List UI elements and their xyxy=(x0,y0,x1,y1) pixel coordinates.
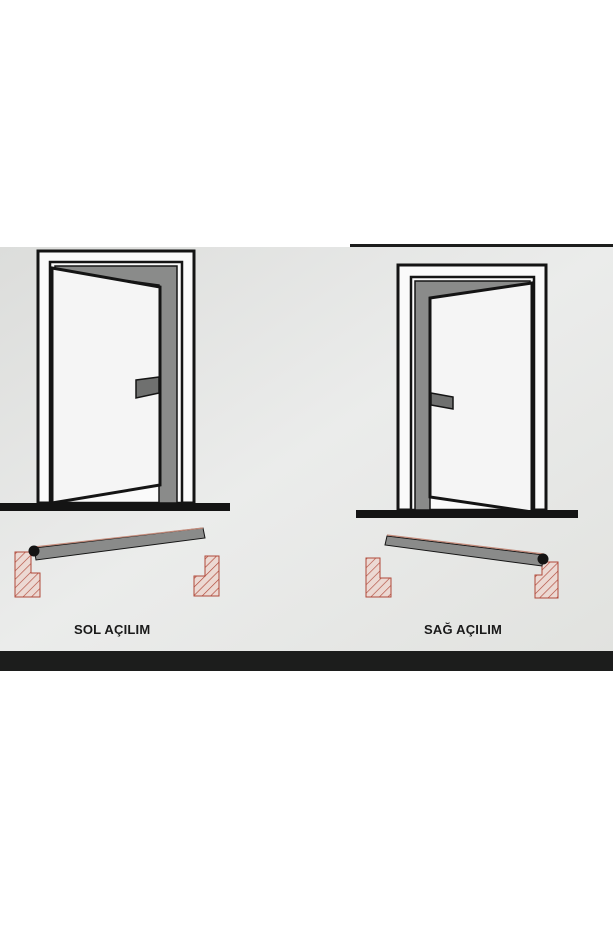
right-door-elevation xyxy=(356,263,578,518)
left-wall-section-latch xyxy=(193,555,220,597)
left-plan-view xyxy=(14,527,220,598)
right-wall-section-hinge xyxy=(534,561,559,599)
left-floor-line xyxy=(0,503,230,511)
right-caption: SAĞ AÇILIM xyxy=(424,622,503,637)
left-door-handle xyxy=(135,376,160,399)
right-wall-section-latch xyxy=(365,557,392,598)
left-door-leaf xyxy=(50,266,162,505)
left-caption: SOL AÇILIM xyxy=(74,622,151,637)
right-door-handle xyxy=(430,392,454,410)
right-hinge-icon xyxy=(537,553,549,565)
right-floor-line xyxy=(356,510,578,518)
right-plan-view xyxy=(365,534,559,599)
left-hinge-icon xyxy=(28,545,40,557)
bottom-edge-band xyxy=(0,651,613,671)
left-leaf-edge xyxy=(33,527,204,548)
right-leaf-edge xyxy=(386,534,545,555)
left-door-elevation xyxy=(0,249,230,511)
right-door-leaf-plan xyxy=(384,535,545,567)
